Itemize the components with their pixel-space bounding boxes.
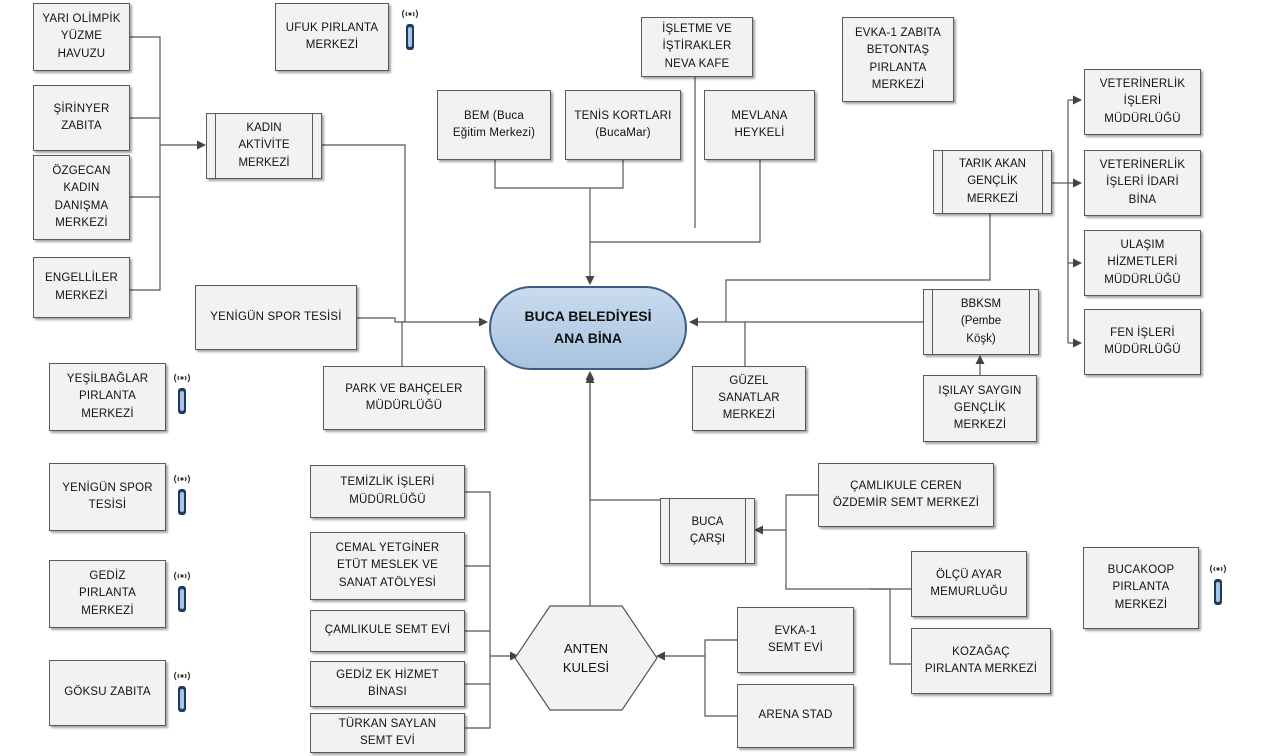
node-tarik-akan: TARIK AKAN GENÇLİK MERKEZİ [933,150,1052,214]
node-camlikule-semt: ÇAMLIKULE SEMT EVİ [310,610,465,652]
center-buca-belediyesi: BUCA BELEDİYESİ ANA BİNA [489,286,687,370]
anten-hexagon [514,605,658,711]
node-camlikule-ceren: ÇAMLIKULE CEREN ÖZDEMİR SEMT MERKEZİ [818,463,994,527]
node-kozagac: KOZAĞAÇ PIRLANTA MERKEZİ [911,628,1051,694]
node-arena: ARENA STAD [737,684,854,748]
node-yenigun-spor-tesisi: YENİGÜN SPOR TESİSİ [195,285,357,350]
node-evka1-semt: EVKA-1 SEMT EVİ [737,607,854,673]
node-sirinyer: ŞİRİNYER ZABITA [33,85,130,151]
node-gediz-pirlanta: GEDİZ PIRLANTA MERKEZİ [49,560,166,628]
node-yari-olimpik: YARI OLİMPİK YÜZME HAVUZU [33,3,130,71]
antenna-tower-icon [173,671,191,712]
node-isletme: İŞLETME VE İŞTİRAKLER NEVA KAFE [641,17,753,77]
node-engelliler: ENGELLİLER MERKEZİ [33,257,130,318]
antenna-tower-icon [173,571,191,612]
tarik-akan-label: TARIK AKAN GENÇLİK MERKEZİ [959,158,1026,205]
node-cemal: CEMAL YETGİNER ETÜT MESLEK VE SANAT ATÖL… [310,532,465,600]
node-ulasim: ULAŞIM HİZMETLERİ MÜDÜRLÜĞÜ [1084,230,1201,296]
buca-carsi-label: BUCA ÇARŞI [689,515,726,545]
node-tenis: TENİS KORTLARI (BucaMar) [565,90,681,160]
node-kadin-aktivite: KADIN AKTİVİTE MERKEZİ [206,113,322,179]
node-vet-idari: VETERİNERLİK İŞLERİ İDARİ BİNA [1084,150,1201,216]
antenna-tower-icon [1209,564,1227,605]
node-yesilbaglar: YEŞİLBAĞLAR PIRLANTA MERKEZİ [49,363,166,431]
node-ufuk: UFUK PIRLANTA MERKEZİ [275,3,389,71]
node-mevlana: MEVLANA HEYKELİ [704,90,815,160]
node-isilay: IŞILAY SAYGIN GENÇLİK MERKEZİ [923,375,1037,442]
kadin-aktivite-label: KADIN AKTİVİTE MERKEZİ [238,122,290,169]
node-olcu-ayar: ÖLÇÜ AYAR MEMURLUĞU [911,551,1027,617]
antenna-tower-icon [401,9,419,50]
anten-label: ANTEN KULESİ [562,640,610,676]
node-bucakoop: BUCAKOOP PIRLANTA MERKEZİ [1083,547,1199,629]
node-vet-isleri: VETERİNERLİK İŞLERİ MÜDÜRLÜĞÜ [1084,69,1201,135]
node-bem: BEM (Buca Eğitim Merkezi) [437,90,551,160]
node-fen: FEN İŞLERİ MÜDÜRLÜĞÜ [1084,309,1201,375]
node-park: PARK VE BAHÇELER MÜDÜRLÜĞÜ [323,366,485,430]
node-ozgecan: ÖZGECAN KADIN DANIŞMA MERKEZİ [33,155,130,240]
node-buca-carsi: BUCA ÇARŞI [660,498,755,564]
node-gediz-ek: GEDİZ EK HİZMET BİNASI [310,661,465,707]
node-yenigun-spor: YENİGÜN SPOR TESİSİ [49,463,166,531]
node-turkan: TÜRKAN SAYLAN SEMT EVİ [310,713,465,753]
bbksm-label: BBKSM (Pembe Köşk) [960,298,1002,345]
node-goksu: GÖKSU ZABITA [49,660,166,726]
antenna-tower-icon [173,373,191,414]
node-evka1-zabita: EVKA-1 ZABITA BETONTAŞ PIRLANTA MERKEZİ [842,17,954,102]
node-bbksm: BBKSM (Pembe Köşk) [923,289,1039,355]
node-temizlik: TEMİZLİK İŞLERİ MÜDÜRLÜĞÜ [310,465,465,518]
node-guzel: GÜZEL SANATLAR MERKEZİ [692,366,806,431]
antenna-tower-icon [173,474,191,515]
